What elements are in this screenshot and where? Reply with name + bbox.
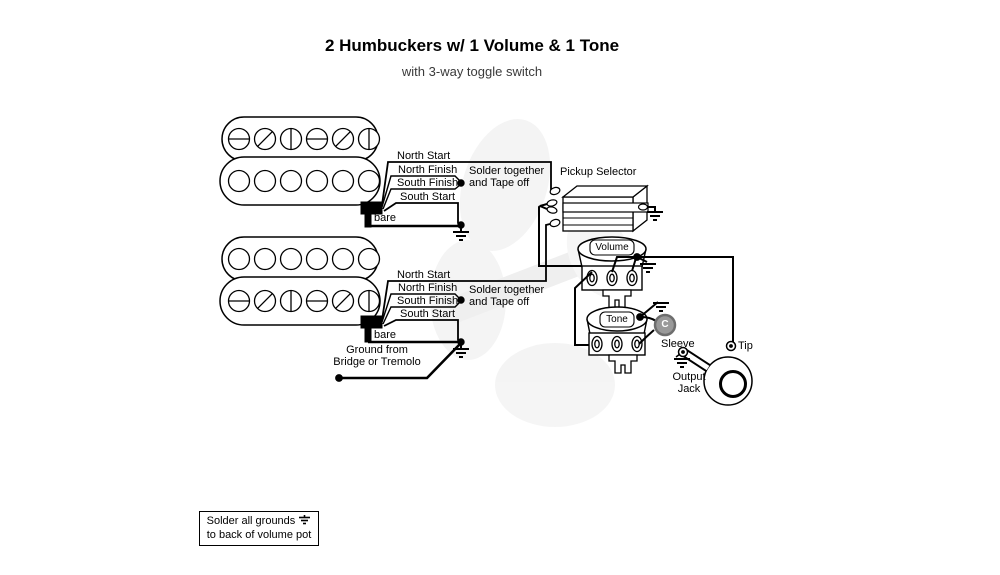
ground-symbol bbox=[646, 211, 664, 221]
tone-pot bbox=[586, 301, 677, 374]
volume-pot bbox=[574, 236, 734, 346]
wire-label-south-finish: South Finish bbox=[397, 295, 459, 307]
solder-note-line2: and Tape off bbox=[469, 176, 530, 189]
output-jack-line2: Jack bbox=[677, 382, 701, 395]
pickup-selector-switch bbox=[538, 184, 664, 275]
note-line2: to back of volume pot bbox=[206, 529, 312, 541]
screw-poles bbox=[227, 127, 381, 151]
wire-label-south-finish: South Finish bbox=[397, 177, 459, 189]
output-jack-line1: Output bbox=[672, 371, 706, 383]
bridge-ground-wire bbox=[339, 343, 461, 380]
wire-label-north-start: North Start bbox=[397, 269, 451, 281]
output-jack-label: Output Jack bbox=[666, 371, 712, 395]
tip-label: Tip bbox=[738, 340, 753, 352]
tone-capacitor bbox=[653, 313, 677, 337]
tone-lugs bbox=[591, 335, 643, 353]
bridge-ground-line2: Bridge or Tremolo bbox=[333, 355, 421, 368]
bridge-humbucker bbox=[219, 236, 381, 326]
capacitor-label: C bbox=[661, 319, 669, 330]
plain-poles bbox=[227, 169, 381, 193]
wire-label-bare: bare bbox=[374, 212, 397, 224]
neck-humbucker bbox=[219, 116, 381, 206]
grounding-note-box: Solder all grounds to back of volume pot bbox=[199, 511, 319, 546]
diagram-subtitle: with 3-way toggle switch bbox=[401, 64, 543, 79]
wire-label-north-finish: North Finish bbox=[398, 282, 458, 294]
hot-output-wire bbox=[611, 256, 734, 342]
output-jack bbox=[673, 340, 753, 406]
tone-pot-label: Tone bbox=[606, 314, 628, 325]
note-line1: Solder all grounds bbox=[206, 515, 296, 527]
pot-bracket bbox=[602, 289, 632, 309]
wire-label-south-start: South Start bbox=[400, 308, 456, 320]
solder-note-line2: and Tape off bbox=[469, 295, 530, 308]
solder-note-neck: Solder together and Tape off bbox=[469, 165, 545, 189]
wire-label-north-start: North Start bbox=[397, 150, 451, 162]
volume-to-tone-wire bbox=[574, 271, 593, 346]
plain-poles bbox=[227, 247, 381, 271]
screw-poles bbox=[227, 289, 381, 313]
ground-symbol bbox=[673, 358, 691, 368]
solder-note-line1: Solder together bbox=[469, 284, 545, 296]
switch-lugs bbox=[546, 186, 649, 228]
wire-label-bare: bare bbox=[374, 329, 397, 341]
solder-note-line1: Solder together bbox=[469, 165, 545, 177]
bridge-pickup-wires bbox=[335, 223, 551, 382]
bridge-ground-line1: Ground from bbox=[346, 344, 408, 356]
volume-pot-label: Volume bbox=[595, 242, 629, 253]
wire-label-north-finish: North Finish bbox=[398, 164, 458, 176]
ground-icon bbox=[299, 515, 311, 525]
volume-lugs bbox=[586, 269, 638, 287]
bridge-ground-label: Ground from Bridge or Tremolo bbox=[322, 344, 432, 368]
diagram-title: 2 Humbuckers w/ 1 Volume & 1 Tone bbox=[324, 36, 620, 55]
pot-bracket bbox=[608, 354, 638, 374]
wire-label-south-start: South Start bbox=[400, 191, 456, 203]
pickup-selector-label: Pickup Selector bbox=[560, 166, 637, 178]
sleeve-label: Sleeve bbox=[661, 338, 695, 350]
solder-dot bbox=[457, 179, 465, 187]
solder-dot bbox=[457, 296, 465, 304]
solder-note-bridge: Solder together and Tape off bbox=[469, 284, 545, 308]
